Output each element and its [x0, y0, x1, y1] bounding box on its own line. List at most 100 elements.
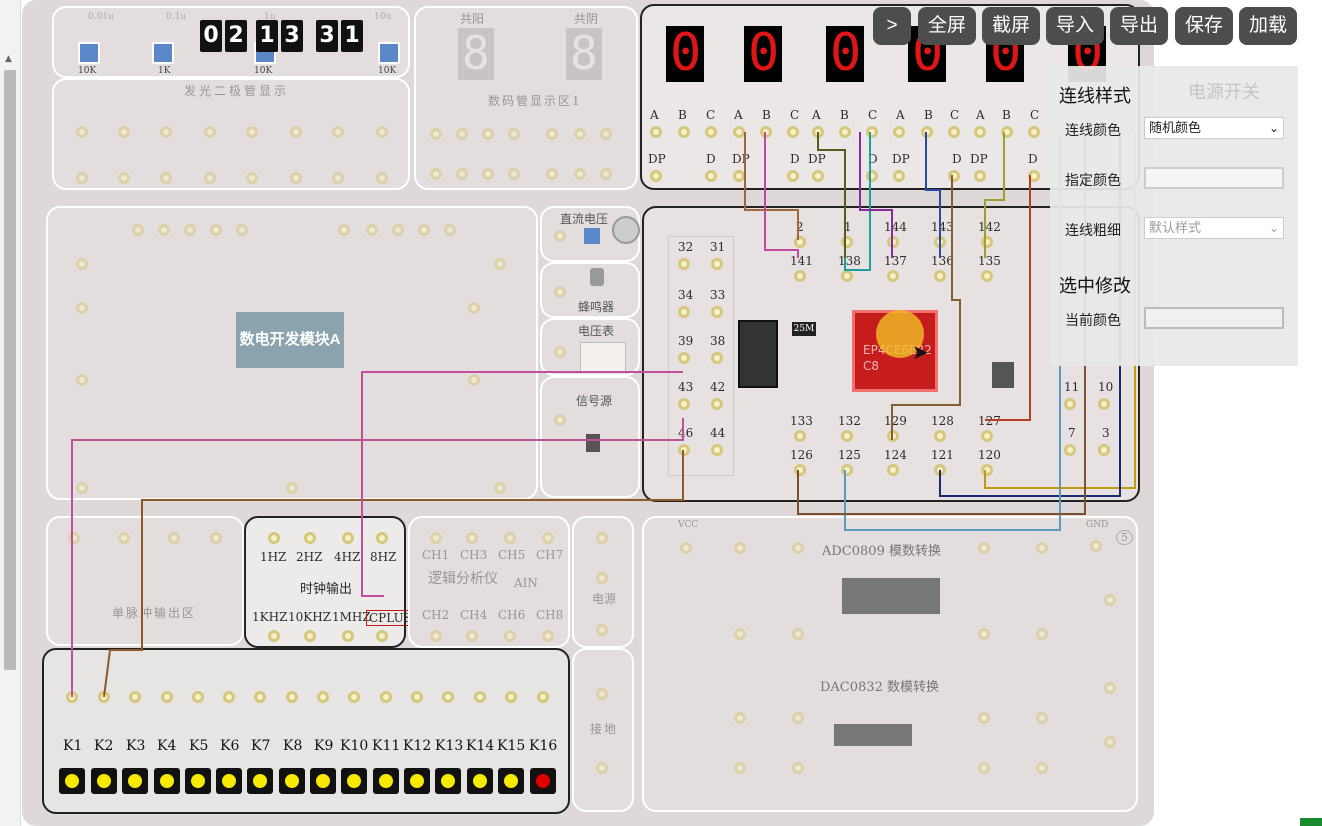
- seg-socket[interactable]: [787, 126, 799, 138]
- seg-socket[interactable]: [508, 128, 520, 140]
- clock-socket[interactable]: [342, 532, 354, 544]
- key-switch-k2[interactable]: [91, 768, 117, 794]
- fpga-pin-socket[interactable]: [794, 236, 806, 248]
- led-socket[interactable]: [290, 126, 302, 138]
- seg-socket[interactable]: [456, 128, 468, 140]
- module-socket[interactable]: [468, 302, 480, 314]
- fpga-pin-socket[interactable]: [887, 430, 899, 442]
- fpga-pin-socket[interactable]: [678, 258, 690, 270]
- fpga-pin-socket[interactable]: [981, 430, 993, 442]
- adc-socket[interactable]: [1036, 628, 1048, 640]
- fpga-pin-socket[interactable]: [711, 258, 723, 270]
- key-switch-k12[interactable]: [404, 768, 430, 794]
- led-socket[interactable]: [290, 172, 302, 184]
- fpga-pin-socket[interactable]: [711, 398, 723, 410]
- led-socket[interactable]: [76, 172, 88, 184]
- key-switch-k8[interactable]: [279, 768, 305, 794]
- seg-socket[interactable]: [1028, 170, 1040, 182]
- seg-socket[interactable]: [974, 170, 986, 182]
- gnd-socket[interactable]: [1104, 682, 1116, 694]
- analyzer-socket[interactable]: [542, 532, 554, 544]
- fpga-pin-socket[interactable]: [678, 306, 690, 318]
- seg-socket[interactable]: [650, 170, 662, 182]
- key-socket[interactable]: [254, 691, 266, 703]
- seg-socket[interactable]: [839, 126, 851, 138]
- fpga-pin-socket[interactable]: [981, 464, 993, 476]
- pulse-socket[interactable]: [118, 532, 130, 544]
- seg-socket[interactable]: [430, 168, 442, 180]
- seg-socket[interactable]: [574, 168, 586, 180]
- key-socket[interactable]: [474, 691, 486, 703]
- vcc-socket[interactable]: [680, 542, 692, 554]
- seg-socket[interactable]: [650, 126, 662, 138]
- fpga-pin-socket[interactable]: [841, 270, 853, 282]
- fpga-pin-socket[interactable]: [934, 430, 946, 442]
- key-socket[interactable]: [192, 691, 204, 703]
- seg-socket[interactable]: [787, 170, 799, 182]
- led-socket[interactable]: [376, 126, 388, 138]
- dac-socket[interactable]: [734, 712, 746, 724]
- analyzer-socket[interactable]: [466, 532, 478, 544]
- analyzer-socket[interactable]: [504, 630, 516, 642]
- seg-socket[interactable]: [430, 128, 442, 140]
- module-socket[interactable]: [76, 482, 88, 494]
- dac-socket[interactable]: [792, 762, 804, 774]
- seg-socket[interactable]: [866, 126, 878, 138]
- seg-socket[interactable]: [733, 126, 745, 138]
- seg-socket[interactable]: [1001, 126, 1013, 138]
- led-socket[interactable]: [376, 172, 388, 184]
- clock-socket[interactable]: [304, 532, 316, 544]
- adc-socket[interactable]: [792, 542, 804, 554]
- seg-socket[interactable]: [733, 170, 745, 182]
- adc-socket[interactable]: [1036, 542, 1048, 554]
- led-socket[interactable]: [160, 126, 172, 138]
- potentiometer-knob[interactable]: [78, 42, 100, 64]
- fpga-pin-socket[interactable]: [841, 430, 853, 442]
- led-socket[interactable]: [118, 172, 130, 184]
- dac-socket[interactable]: [792, 712, 804, 724]
- key-socket[interactable]: [442, 691, 454, 703]
- module-socket[interactable]: [494, 482, 506, 494]
- led-socket[interactable]: [246, 126, 258, 138]
- fpga-pin-socket[interactable]: [981, 236, 993, 248]
- module-socket[interactable]: [494, 258, 506, 270]
- ground-socket[interactable]: [596, 688, 608, 700]
- seg-socket[interactable]: [1028, 126, 1040, 138]
- module-socket[interactable]: [286, 482, 298, 494]
- voltage-knob[interactable]: [584, 228, 600, 244]
- key-switch-k14[interactable]: [467, 768, 493, 794]
- key-switch-k10[interactable]: [341, 768, 367, 794]
- seg-socket[interactable]: [948, 126, 960, 138]
- module-socket[interactable]: [158, 224, 170, 236]
- fpga-pin-socket[interactable]: [887, 464, 899, 476]
- wire-color-select[interactable]: 随机颜色 ⌄: [1144, 117, 1284, 139]
- module-socket[interactable]: [468, 374, 480, 386]
- pulse-socket[interactable]: [68, 532, 80, 544]
- dac-socket[interactable]: [1036, 762, 1048, 774]
- module-socket[interactable]: [132, 224, 144, 236]
- led-socket[interactable]: [204, 172, 216, 184]
- led-socket[interactable]: [160, 172, 172, 184]
- adc-socket[interactable]: [792, 628, 804, 640]
- export-button[interactable]: 导出: [1110, 7, 1168, 45]
- led-socket[interactable]: [204, 126, 216, 138]
- fpga-pin-socket[interactable]: [711, 306, 723, 318]
- module-socket[interactable]: [236, 224, 248, 236]
- seg-socket[interactable]: [921, 126, 933, 138]
- fullscreen-button[interactable]: 全屏: [918, 7, 976, 45]
- key-switch-k13[interactable]: [435, 768, 461, 794]
- fixed-color-input[interactable]: [1144, 167, 1284, 189]
- clock-socket[interactable]: [268, 630, 280, 642]
- fpga-pin-socket[interactable]: [981, 270, 993, 282]
- analyzer-socket[interactable]: [504, 532, 516, 544]
- dac-socket[interactable]: [734, 762, 746, 774]
- module-socket[interactable]: [184, 224, 196, 236]
- potentiometer-knob[interactable]: [378, 42, 400, 64]
- analyzer-socket[interactable]: [430, 532, 442, 544]
- ground-socket[interactable]: [596, 762, 608, 774]
- module-socket[interactable]: [210, 224, 222, 236]
- module-socket[interactable]: [76, 374, 88, 386]
- fpga-pin-socket[interactable]: [794, 464, 806, 476]
- dc-socket[interactable]: [554, 230, 566, 242]
- fpga-pin-socket[interactable]: [678, 398, 690, 410]
